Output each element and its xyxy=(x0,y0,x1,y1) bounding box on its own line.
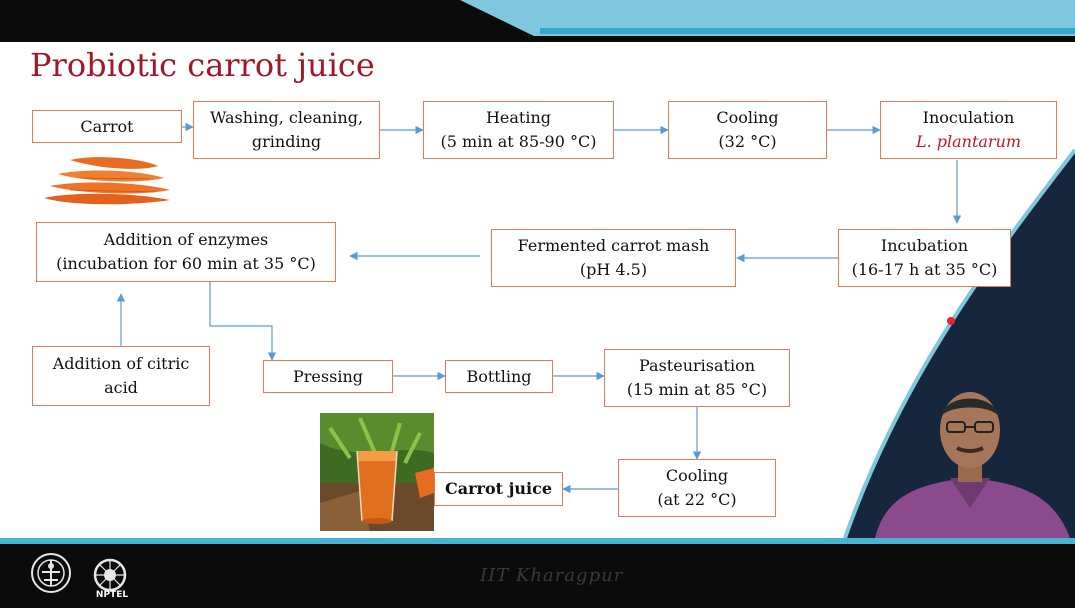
box-label-line-1: Addition of enzymes xyxy=(103,230,269,249)
carrot-juice-image xyxy=(320,413,434,531)
box-cooling-32: Cooling (32 °C) xyxy=(668,101,827,159)
footer-institution: IIT Kharagpur xyxy=(480,565,624,586)
box-cooling-22: Cooling (at 22 °C) xyxy=(618,459,776,517)
box-label-line-2: (32 °C) xyxy=(718,132,777,151)
box-label-line-1: Cooling xyxy=(665,466,729,485)
nptel-logo-text: NPTEL xyxy=(95,590,129,600)
carrots-image xyxy=(44,157,170,205)
box-washing: Washing, cleaning, grinding xyxy=(193,101,380,159)
footer-bar xyxy=(0,538,1075,608)
box-label-line-1: Heating xyxy=(485,108,552,127)
box-heating: Heating (5 min at 85-90 °C) xyxy=(423,101,614,159)
box-inoculation: Inoculation L. plantarum xyxy=(880,101,1057,159)
box-label-line-2: grinding xyxy=(251,132,322,151)
box-label-line-1: Fermented carrot mash xyxy=(517,236,710,255)
box-label-line-1: Inoculation xyxy=(922,108,1015,127)
box-label: Carrot xyxy=(80,116,134,136)
box-citric-acid: Addition of citric acid xyxy=(32,346,210,406)
box-pressing: Pressing xyxy=(263,360,393,393)
box-label-line-2: (incubation for 60 min at 35 °C) xyxy=(56,254,316,273)
box-label-line-1: Incubation xyxy=(880,236,969,255)
arrow-enzymes-pressing xyxy=(209,282,277,361)
box-label-line-2: acid xyxy=(104,378,138,397)
box-carrot-juice: Carrot juice xyxy=(434,472,563,506)
box-enzymes: Addition of enzymes (incubation for 60 m… xyxy=(36,222,336,282)
box-label-line-1: Addition of citric xyxy=(52,354,190,373)
box-label-line-2: (at 22 °C) xyxy=(657,490,737,509)
footer-accent-line xyxy=(0,538,1075,544)
laser-pointer-dot xyxy=(947,317,955,325)
box-label: Pressing xyxy=(293,366,363,386)
box-bottling: Bottling xyxy=(445,360,553,393)
nptel-logo-icon xyxy=(93,558,127,592)
iit-logo-icon xyxy=(31,553,71,593)
box-carrot: Carrot xyxy=(32,110,182,143)
box-label-line-2: (15 min at 85 °C) xyxy=(626,380,768,399)
box-label-line-2: (5 min at 85-90 °C) xyxy=(440,132,597,151)
box-label-line-1: Pasteurisation xyxy=(639,356,755,375)
box-label: Bottling xyxy=(466,366,532,386)
box-label-line-1: Cooling xyxy=(716,108,779,127)
box-fermented-mash: Fermented carrot mash (pH 4.5) xyxy=(491,229,736,287)
box-label: Carrot juice xyxy=(444,479,552,498)
slide-title: Probiotic carrot juice xyxy=(30,46,375,84)
box-label-line-2: (16-17 h at 35 °C) xyxy=(851,260,998,279)
top-bar-accent-line xyxy=(540,28,1075,34)
presenter-video xyxy=(875,392,1070,538)
box-label-species: L. plantarum xyxy=(915,132,1022,151)
box-label-line-1: Washing, cleaning, xyxy=(209,108,364,127)
box-label-line-2: (pH 4.5) xyxy=(579,260,648,279)
box-incubation: Incubation (16-17 h at 35 °C) xyxy=(838,229,1011,287)
box-pasteurisation: Pasteurisation (15 min at 85 °C) xyxy=(604,349,790,407)
